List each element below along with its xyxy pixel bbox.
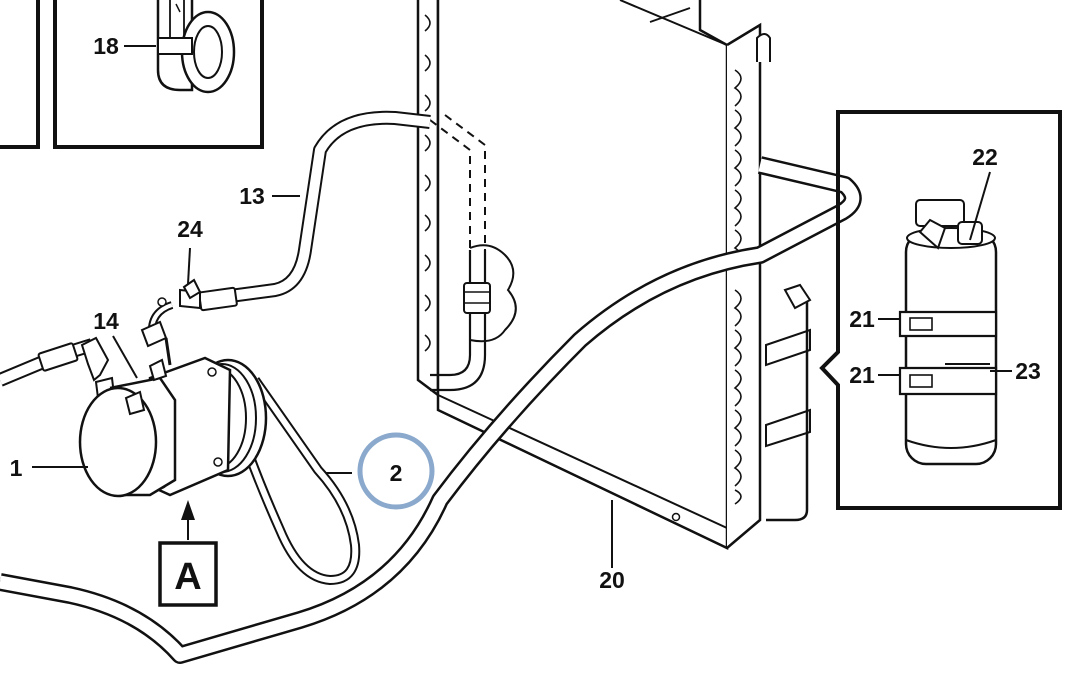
compressor <box>78 337 361 585</box>
detail-frame-clamp <box>53 0 264 149</box>
receiver-drier-detail <box>819 110 1062 510</box>
callout-23: 23 <box>1015 358 1041 384</box>
callout-20: 20 <box>599 567 625 593</box>
callout-14: 14 <box>93 308 119 334</box>
view-arrow <box>181 500 195 540</box>
view-label-box <box>158 541 218 607</box>
callout-1: 1 <box>10 455 23 481</box>
callout-21-upper: 21 <box>849 306 875 332</box>
callout-24: 24 <box>177 216 203 242</box>
view-label: A <box>174 556 201 598</box>
main-hose <box>0 156 862 664</box>
callout-18: 18 <box>93 33 119 59</box>
clamp-part <box>156 0 236 94</box>
hose-13 <box>140 110 431 348</box>
leader-lines <box>32 45 1012 568</box>
highlight-circle <box>357 432 435 510</box>
detail-frame-left <box>0 0 40 149</box>
callout-22: 22 <box>972 144 998 170</box>
suction-hose <box>0 336 116 400</box>
callout-13: 13 <box>239 183 265 209</box>
callout-21-lower: 21 <box>849 362 875 388</box>
callout-2: 2 <box>390 460 403 486</box>
